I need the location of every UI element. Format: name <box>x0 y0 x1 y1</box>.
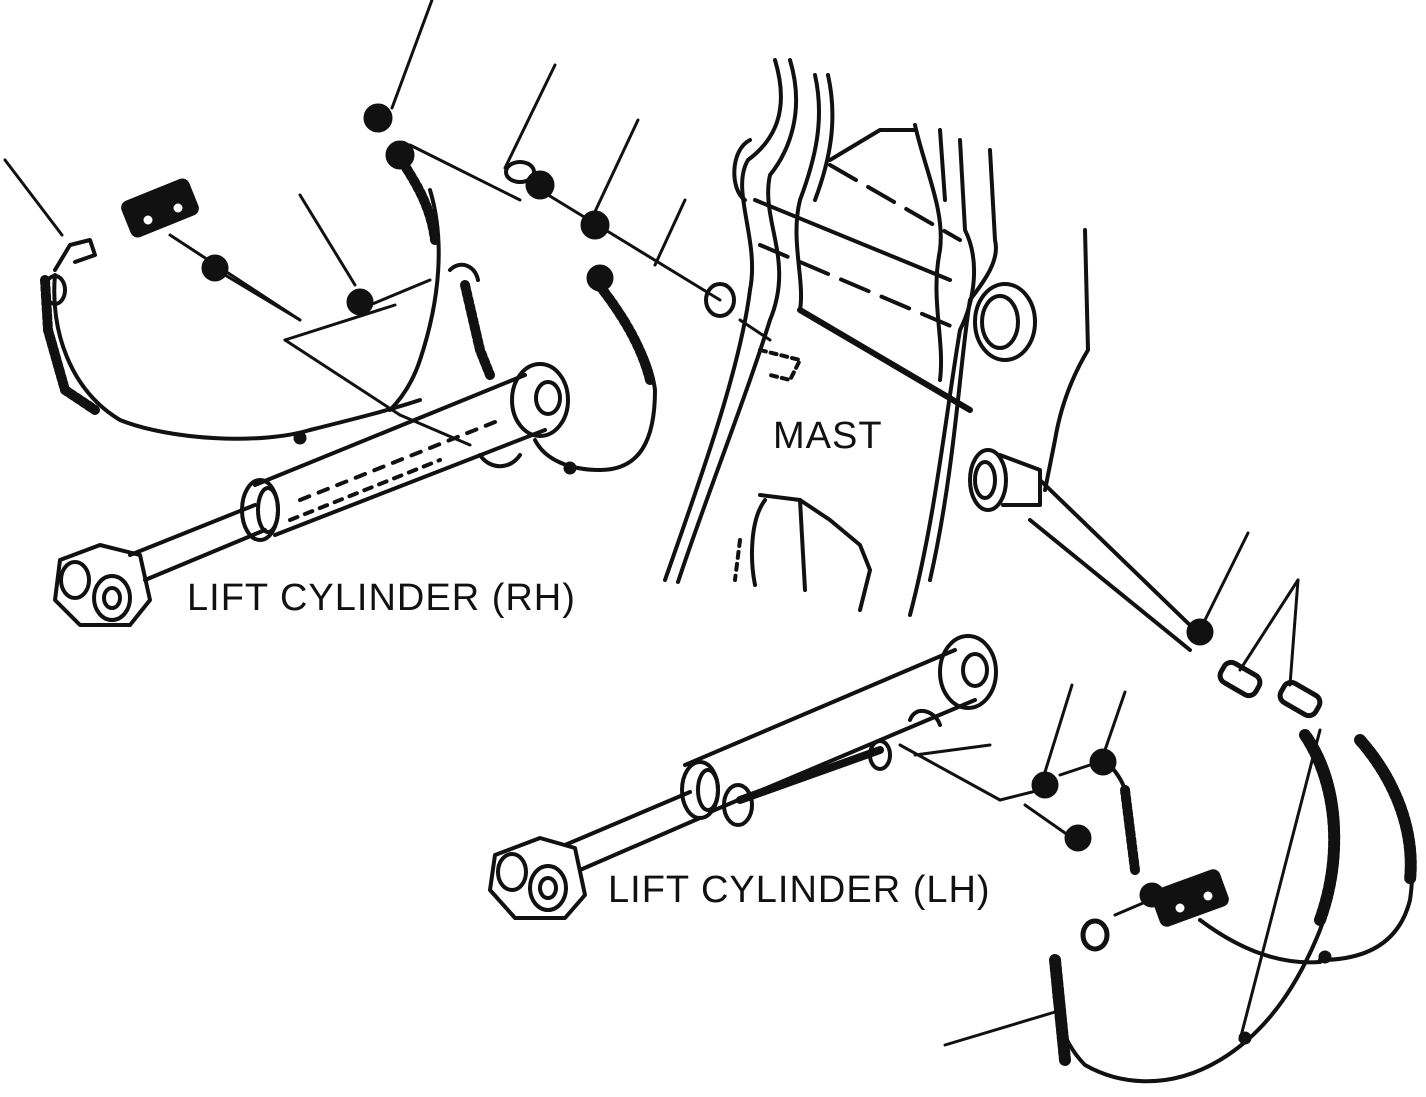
lift-cylinder-lh-label: LIFT CYLINDER (LH) <box>608 869 991 911</box>
lift-cylinder-lh <box>488 634 998 920</box>
mast-label: MAST <box>773 415 883 457</box>
rh-alignment-lines <box>168 143 772 447</box>
lh-fittings <box>1031 618 1332 1045</box>
lh-alignment-lines <box>898 743 1152 917</box>
rh-fittings <box>121 103 736 475</box>
mast-assembly <box>663 58 1090 617</box>
lh-hoses <box>1049 729 1417 1084</box>
lift-cylinder-rh-label: LIFT CYLINDER (RH) <box>187 577 576 619</box>
mast-pin <box>968 448 1197 652</box>
lift-cylinder-rh <box>53 362 570 627</box>
leader-lines <box>3 0 1322 1047</box>
